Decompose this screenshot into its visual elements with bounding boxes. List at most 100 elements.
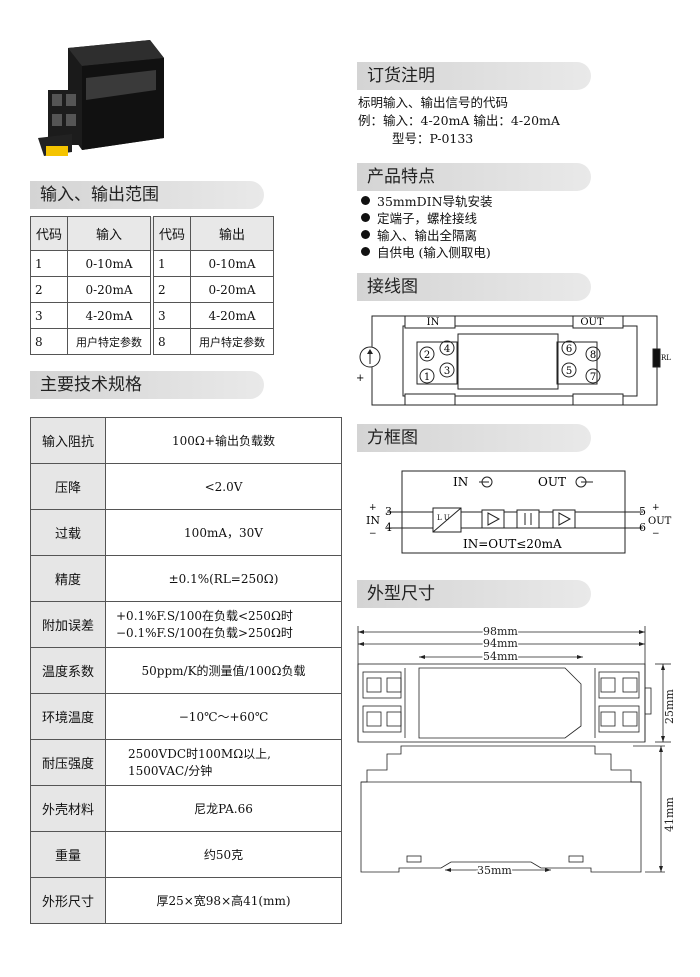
plus-label: + bbox=[652, 503, 660, 513]
spec-key: 重量 bbox=[30, 831, 106, 878]
io-range-header: 输入、输出范围 bbox=[30, 181, 264, 209]
spec-key: 耐压强度 bbox=[30, 739, 106, 786]
io-cell: 4-20mA bbox=[67, 302, 151, 329]
dim-25-label: 25mm bbox=[663, 689, 676, 724]
feature-item: 输入、输出全隔离 bbox=[361, 228, 477, 244]
wiring-diagram: IN OUT 2 4 1 3 6 8 5 7 + RL bbox=[356, 315, 671, 406]
spec-value-line: +0.1%F.S/100在负载<250Ω时 bbox=[116, 608, 293, 623]
pin-label: 5 bbox=[639, 505, 646, 518]
minus-label: − bbox=[369, 529, 377, 539]
spec-value: −10℃～+60℃ bbox=[105, 693, 342, 740]
dim-94-label: 94mm bbox=[483, 637, 518, 650]
bullet-icon bbox=[361, 230, 370, 239]
spec-key: 环境温度 bbox=[30, 693, 106, 740]
io-cell: 0-20mA bbox=[67, 276, 151, 303]
io-cell: 8 bbox=[153, 328, 191, 355]
terminal-label: 6 bbox=[566, 344, 572, 355]
lu-label: L U bbox=[437, 514, 450, 522]
io-cell: 0-20mA bbox=[190, 276, 274, 303]
feature-text: 输入、输出全隔离 bbox=[377, 228, 478, 243]
spec-value: 厚25×宽98×高41(mm) bbox=[105, 877, 342, 924]
bullet-icon bbox=[361, 247, 370, 256]
arrow-up-icon bbox=[367, 349, 373, 354]
spec-value: 尼龙PA.66 bbox=[105, 785, 342, 832]
bullet-icon bbox=[361, 196, 370, 205]
feature-item: 自供电 (输入侧取电) bbox=[361, 245, 491, 261]
spec-key: 精度 bbox=[30, 555, 106, 602]
terminal-label: 5 bbox=[566, 366, 572, 377]
io-cell: 8 bbox=[30, 328, 68, 355]
minus-label: − bbox=[652, 529, 660, 539]
wiring-out-label: OUT bbox=[580, 317, 604, 328]
io-cell: 1 bbox=[153, 250, 191, 277]
feature-text: 定端子，螺栓接线 bbox=[377, 211, 478, 226]
dim-54-label: 54mm bbox=[483, 650, 518, 663]
spec-key: 温度系数 bbox=[30, 647, 106, 694]
features-header: 产品特点 bbox=[357, 163, 591, 191]
spec-key: 附加误差 bbox=[30, 601, 106, 648]
block-note: IN=OUT≤20mA bbox=[463, 537, 562, 551]
io-cell: 0-10mA bbox=[190, 250, 274, 277]
terminal-label: 4 bbox=[444, 344, 450, 355]
plus-label: + bbox=[369, 503, 377, 513]
plus-label: + bbox=[356, 373, 364, 384]
spec-value: <2.0V bbox=[105, 463, 342, 510]
io-header-input: 输入 bbox=[67, 216, 151, 251]
spec-value: 约50克 bbox=[105, 831, 342, 878]
spec-key: 外形尺寸 bbox=[30, 877, 106, 924]
block-diagram: L U IN OUT 3 4 5 6 + IN − + OUT − IN=OUT… bbox=[366, 470, 672, 554]
order-line-3: 型号：P-0133 bbox=[392, 131, 474, 146]
product-photo bbox=[38, 40, 164, 156]
io-cell: 1 bbox=[30, 250, 68, 277]
dim-98-label: 98mm bbox=[483, 625, 518, 638]
io-cell: 用户特定参数 bbox=[190, 328, 274, 355]
dim-35-label: 35mm bbox=[477, 864, 512, 877]
bullet-icon bbox=[361, 213, 370, 222]
io-cell: 2 bbox=[153, 276, 191, 303]
io-cell: 3 bbox=[153, 302, 191, 329]
block-in-label: IN bbox=[453, 475, 468, 489]
io-header-output: 输出 bbox=[190, 216, 274, 251]
feature-text: 35mmDIN导轨安装 bbox=[377, 194, 493, 209]
order-header: 订货注明 bbox=[357, 62, 591, 90]
io-cell: 0-10mA bbox=[67, 250, 151, 277]
spec-key: 输入阻抗 bbox=[30, 417, 106, 464]
wiring-in-label: IN bbox=[427, 317, 440, 328]
order-line-1: 标明输入、输出信号的代码 bbox=[358, 95, 509, 110]
feature-text: 自供电 (输入侧取电) bbox=[377, 245, 491, 260]
feature-item: 35mmDIN导轨安装 bbox=[361, 194, 493, 210]
block-out-side-label: OUT bbox=[648, 516, 672, 527]
spec-key: 外壳材料 bbox=[30, 785, 106, 832]
dim-41-label: 41mm bbox=[663, 797, 676, 832]
io-cell: 4-20mA bbox=[190, 302, 274, 329]
io-cell: 用户特定参数 bbox=[67, 328, 151, 355]
spec-header: 主要技术规格 bbox=[30, 371, 264, 399]
rl-label: RL bbox=[661, 354, 671, 362]
pin-label: 3 bbox=[385, 505, 392, 518]
pin-label: 6 bbox=[639, 521, 646, 534]
block-in-side-label: IN bbox=[366, 514, 380, 527]
dims-header: 外型尺寸 bbox=[357, 580, 591, 608]
io-header-code-out: 代码 bbox=[153, 216, 191, 251]
terminal-label: 2 bbox=[424, 350, 430, 361]
feature-item: 定端子，螺栓接线 bbox=[361, 211, 477, 227]
block-out-label: OUT bbox=[538, 475, 566, 489]
terminal-label: 7 bbox=[590, 372, 596, 383]
pin-label: 4 bbox=[385, 521, 392, 534]
order-line-2: 例：输入：4-20mA 输出：4-20mA bbox=[358, 113, 560, 128]
spec-value: 100Ω+输出负载数 bbox=[105, 417, 342, 464]
spec-value-line: 2500VDC时100MΩ以上, bbox=[128, 746, 271, 761]
block-header: 方框图 bbox=[357, 424, 591, 452]
io-cell: 3 bbox=[30, 302, 68, 329]
spec-value: ±0.1%(RL=250Ω) bbox=[105, 555, 342, 602]
wiring-header: 接线图 bbox=[357, 273, 591, 301]
spec-value: 50ppm/K的测量值/100Ω负载 bbox=[105, 647, 342, 694]
spec-key: 压降 bbox=[30, 463, 106, 510]
spec-value: 100mA，30V bbox=[105, 509, 342, 556]
spec-value-line: −0.1%F.S/100在负载>250Ω时 bbox=[116, 625, 293, 640]
terminal-label: 3 bbox=[444, 366, 450, 377]
terminal-label: 1 bbox=[424, 372, 430, 383]
dimension-drawing: 98mm 94mm 54mm 25mm 41mm 35mm bbox=[357, 624, 676, 879]
